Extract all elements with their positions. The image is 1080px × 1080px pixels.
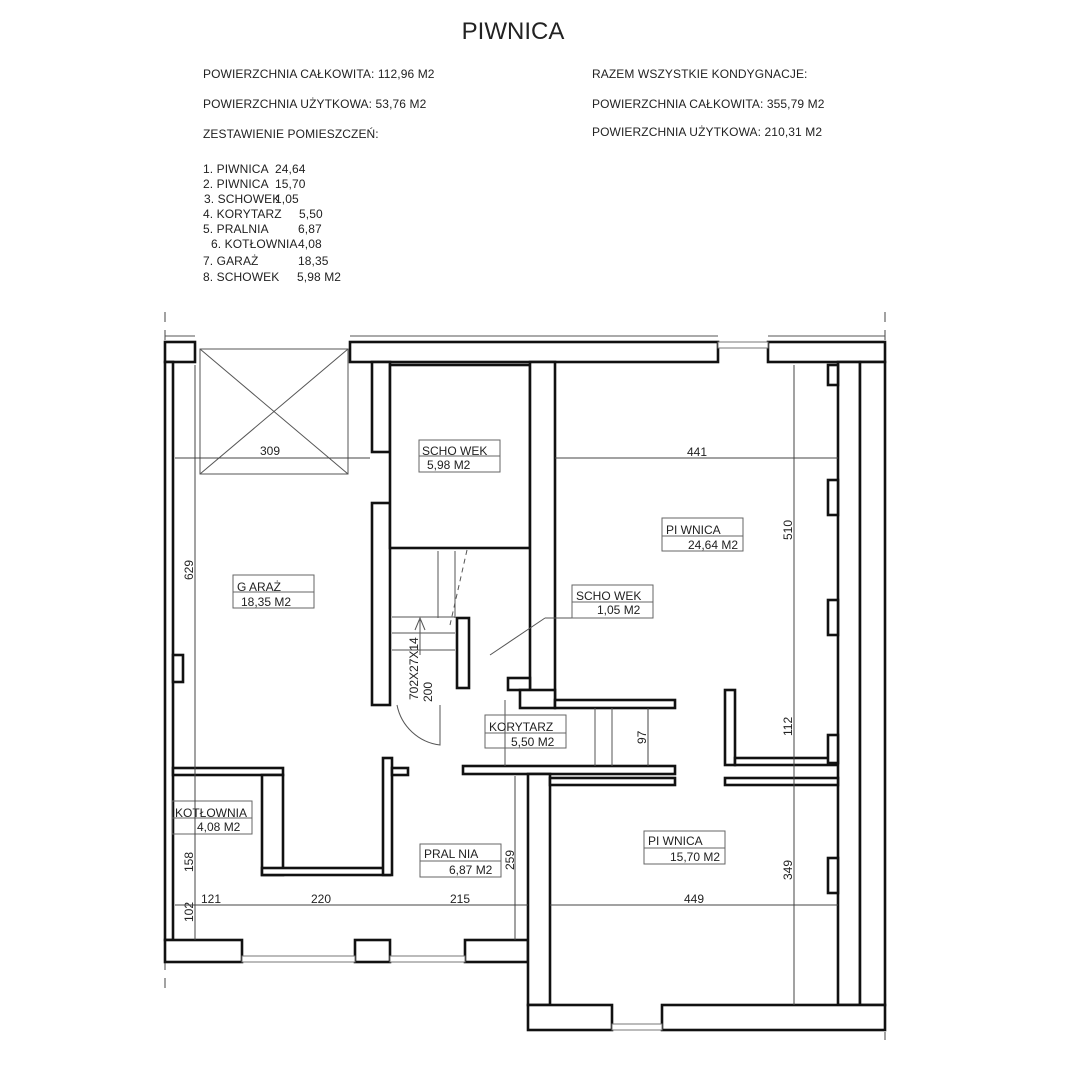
leader-line — [489, 617, 546, 656]
svg-text:5,50 M2: 5,50 M2 — [511, 735, 555, 749]
svg-text:KOTŁOWNIA: KOTŁOWNIA — [175, 806, 247, 820]
window — [611, 1023, 663, 1031]
room-area: 4,08 — [298, 237, 322, 251]
dimension-label: 220 — [311, 892, 331, 906]
dimension-label: 215 — [450, 892, 470, 906]
room-area: 15,70 — [275, 177, 306, 191]
room-label-piwnica-big: PI WNICA 24,64 M2 — [661, 517, 744, 552]
svg-text:PI WNICA: PI WNICA — [666, 523, 721, 537]
dimension-label: 629 — [182, 560, 196, 580]
dimension-label: 449 — [684, 892, 704, 906]
dimension-label: 510 — [781, 520, 795, 540]
svg-text:SCHO WEK: SCHO WEK — [422, 444, 487, 458]
svg-text:15,70 M2: 15,70 M2 — [670, 850, 720, 864]
svg-text:1,05 M2: 1,05 M2 — [597, 603, 641, 617]
svg-text:PRAL NIA: PRAL NIA — [424, 847, 478, 861]
room-area: 24,64 — [275, 162, 306, 176]
window — [389, 955, 466, 963]
room-area: 1,05 — [275, 192, 299, 206]
room-label-schowek-small: SCHO WEK 1,05 M2 — [571, 584, 654, 619]
total-area: POWIERZCHNIA CAŁKOWITA: 112,96 M2 — [203, 67, 435, 81]
dimension-label: 441 — [687, 445, 707, 459]
room-label-schowek-top: SCHO WEK 5,98 M2 — [418, 439, 501, 473]
svg-text:18,35 M2: 18,35 M2 — [241, 595, 291, 609]
dimension-label: 97 — [635, 730, 649, 744]
room-name: 8. SCHOWEK — [203, 270, 280, 284]
room-name: 7. GARAŻ — [203, 254, 259, 268]
room-label-pralnia: PRAL NIA 6,87 M2 — [419, 843, 502, 878]
room-area: 18,35 — [298, 254, 329, 268]
room-label-garaz: G ARAŻ 18,35 M2 — [232, 574, 315, 609]
all-floors-usable-area: POWIERZCHNIA UŻYTKOWA: 210,31 M2 — [592, 125, 823, 139]
dimension-label: 121 — [201, 892, 221, 906]
dimension-label: 259 — [503, 850, 517, 870]
room-label-korytarz: KORYTARZ 5,50 M2 — [484, 714, 567, 749]
room-name: 2. PIWNICA — [203, 177, 269, 191]
stairs-spec: 702X27X14 — [407, 637, 421, 700]
room-area: 6,87 — [298, 222, 322, 236]
dimension-label: 112 — [781, 717, 795, 736]
room-area: 5,98 M2 — [297, 270, 342, 284]
window — [241, 955, 356, 963]
stairs: 702X27X14 200 — [392, 549, 468, 746]
all-floors-total-area: POWIERZCHNIA CAŁKOWITA: 355,79 M2 — [592, 97, 825, 111]
room-area: 5,50 — [299, 207, 323, 221]
room-label-kotlownia: KOTŁOWNIA 4,08 M2 — [171, 800, 253, 835]
dimension-label: 349 — [781, 860, 795, 880]
room-label-piwnica-small: PI WNICA 15,70 M2 — [643, 830, 726, 865]
svg-text:KORYTARZ: KORYTARZ — [489, 720, 553, 734]
usable-area: POWIERZCHNIA UŻYTKOWA: 53,76 M2 — [203, 97, 427, 111]
room-name: 6. KOTŁOWNIA — [211, 237, 298, 251]
svg-text:5,98 M2: 5,98 M2 — [427, 458, 471, 472]
room-name: 5. PRALNIA — [203, 222, 269, 236]
page-title: PIWNICA — [461, 18, 565, 45]
dimension-label: 102 — [182, 902, 196, 922]
room-name: 3. SCHOWEK — [204, 192, 281, 206]
windows — [241, 341, 769, 1031]
svg-text:24,64 M2: 24,64 M2 — [688, 538, 738, 552]
all-floors-heading: RAZEM WSZYSTKIE KONDYGNACJE: — [592, 67, 808, 81]
svg-text:6,87 M2: 6,87 M2 — [449, 863, 493, 877]
svg-text:4,08 M2: 4,08 M2 — [197, 820, 241, 834]
room-name: 4. KORYTARZ — [203, 207, 282, 221]
rooms-heading: ZESTAWIENIE POMIESZCZEŃ: — [203, 127, 379, 141]
svg-text:G ARAŻ: G ARAŻ — [237, 580, 281, 594]
dimension-label: 158 — [182, 852, 196, 872]
svg-text:PI WNICA: PI WNICA — [648, 834, 703, 848]
garage-door-icon — [199, 348, 349, 475]
dimensions: 309 441 510 112 349 629 158 102 97 121 2… — [175, 365, 838, 1005]
door-swing-icon — [396, 704, 441, 746]
room-name: 1. PIWNICA — [203, 162, 269, 176]
arrow-up-icon — [414, 616, 426, 631]
stairs-width: 200 — [421, 682, 435, 702]
dimension-label: 309 — [260, 444, 280, 458]
svg-text:SCHO WEK: SCHO WEK — [576, 589, 641, 603]
window — [717, 341, 769, 349]
